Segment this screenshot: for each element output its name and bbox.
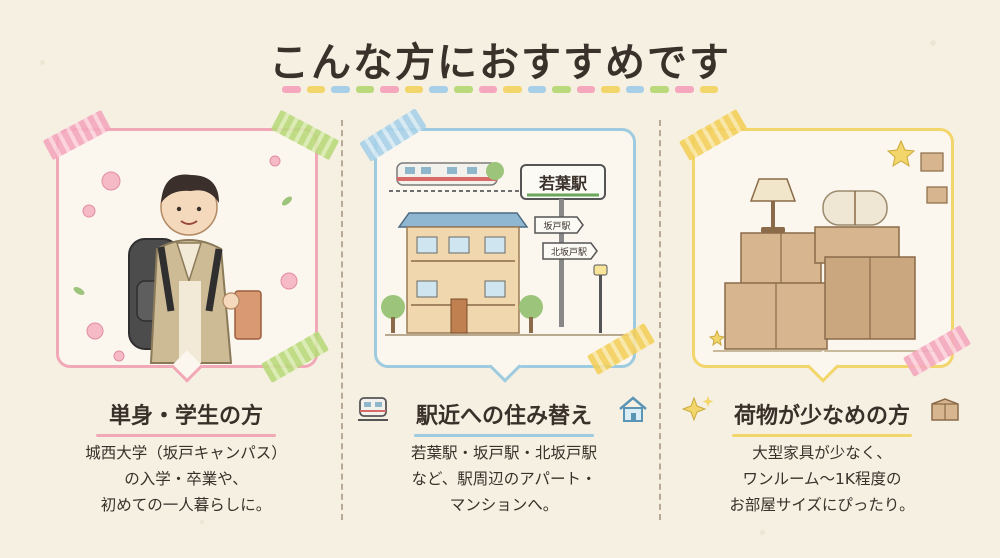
column-divider: [659, 120, 661, 520]
illustration-frame: [692, 128, 954, 368]
column-divider: [341, 120, 343, 520]
paper-speck: [40, 60, 45, 65]
description-line: お部屋サイズにぴったり。: [729, 496, 915, 514]
illustration-frame: 若葉駅 坂戸駅 北坂戸駅: [374, 128, 636, 368]
station-apartment-illustration: 若葉駅 坂戸駅 北坂戸駅: [381, 162, 631, 336]
card-few-belongings: 荷物が少なめの方 大型家具が少なく、 ワンルーム〜1K程度の お部屋サイズにぴっ…: [672, 108, 972, 540]
description-line: マンションへ。: [449, 496, 559, 514]
illustration-frame: [56, 128, 318, 368]
description-line: 大型家具が少なく、: [752, 444, 892, 462]
sign-arrow-label: 坂戸駅: [543, 221, 570, 232]
card-description: 城西大学（坂戸キャンパス） の入学・卒業や、 初めての一人暮らしに。: [36, 440, 336, 518]
paper-speck: [200, 520, 204, 524]
sparkle-icon: [682, 396, 714, 422]
description-line: など、駅周辺のアパート・: [411, 470, 597, 488]
description-line: 初めての一人暮らしに。: [100, 496, 272, 514]
boxes-illustration: [708, 139, 948, 352]
card-heading: 駅近への住み替え: [354, 398, 654, 437]
description-line: ワンルーム〜1K程度の: [742, 470, 902, 488]
train-icon: [358, 397, 388, 421]
station-sign-text: 若葉駅: [538, 174, 588, 193]
card-description: 若葉駅・坂戸駅・北坂戸駅 など、駅周辺のアパート・ マンションへ。: [354, 440, 654, 518]
title-underline: [282, 86, 719, 93]
paper-speck: [760, 530, 765, 535]
page-title: こんな方におすすめです: [269, 40, 731, 86]
card-heading-text: 荷物が少なめの方: [733, 404, 910, 429]
description-line: の入学・卒業や、: [124, 470, 248, 488]
card-description: 大型家具が少なく、 ワンルーム〜1K程度の お部屋サイズにぴったり。: [672, 440, 972, 518]
house-icon: [619, 396, 647, 422]
card-station-move: 若葉駅 坂戸駅 北坂戸駅: [354, 108, 656, 540]
description-line: 若葉駅・坂戸駅・北坂戸駅: [410, 444, 597, 462]
description-line: 城西大学（坂戸キャンパス）: [85, 444, 287, 462]
paper-speck: [930, 40, 936, 46]
card-heading-text: 単身・学生の方: [108, 404, 263, 429]
card-heading: 単身・学生の方: [36, 398, 336, 437]
card-single-student: 単身・学生の方 城西大学（坂戸キャンパス） の入学・卒業や、 初めての一人暮らし…: [36, 109, 340, 540]
student-illustration: [73, 155, 298, 364]
card-heading-text: 駅近への住み替え: [415, 404, 592, 429]
sign-arrow-label: 北坂戸駅: [551, 247, 587, 258]
box-icon: [931, 398, 959, 421]
card-heading: 荷物が少なめの方: [672, 398, 972, 437]
